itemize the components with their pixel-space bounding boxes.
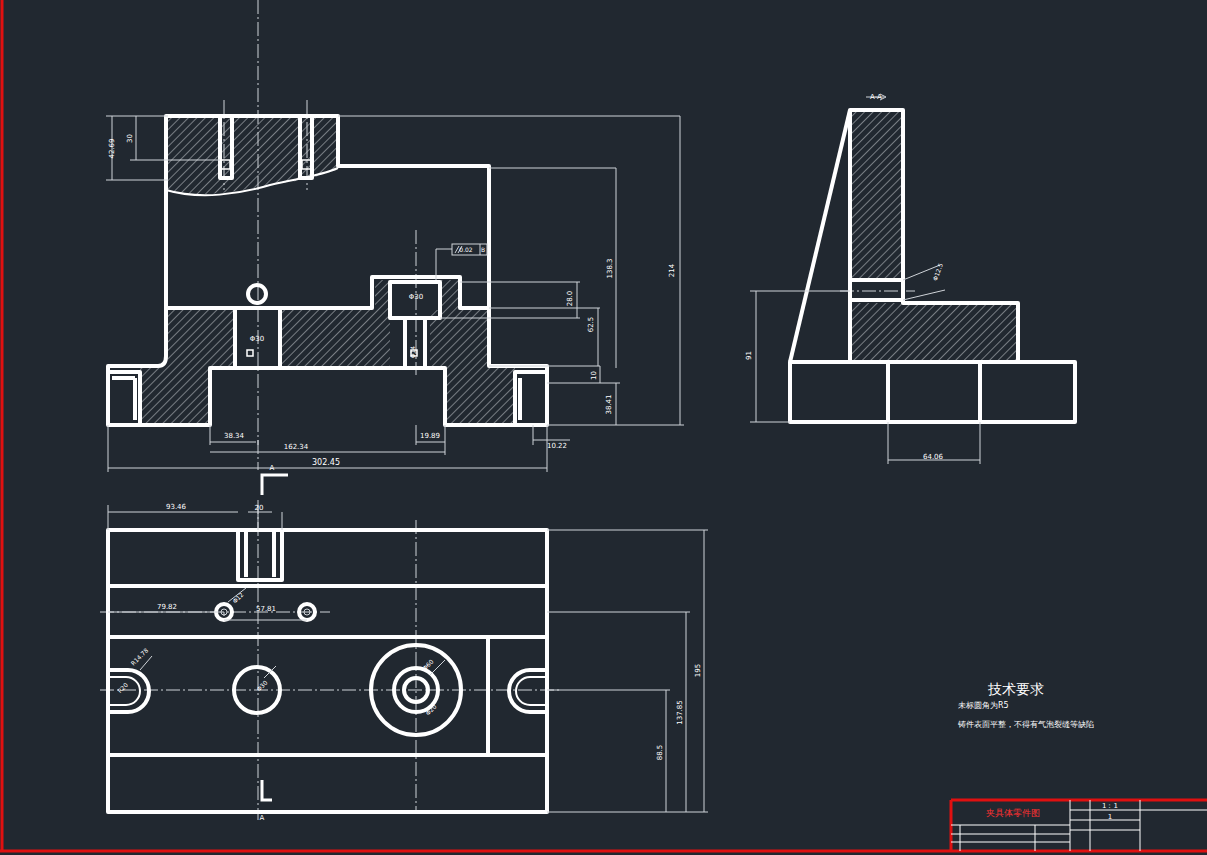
title-block-cell: 1：1	[1102, 803, 1118, 810]
section-mark: A	[270, 465, 275, 472]
dimension-text: R20	[117, 682, 130, 695]
dimension-text: 62.5	[589, 316, 596, 332]
dimension-text: 214	[670, 263, 677, 276]
dimension-text: 93.46	[166, 504, 186, 511]
dimension-text: 10	[590, 371, 597, 380]
section-mark: A-A	[870, 94, 882, 101]
dimension-text: 10.22	[547, 443, 567, 450]
note-text: 技术要求	[988, 682, 1044, 696]
dimension-text: 57.81	[256, 606, 276, 613]
dimension-text: B	[481, 247, 485, 253]
dimension-text: 195	[696, 663, 703, 676]
dimension-text: Φ30	[409, 294, 423, 301]
dimension-text: 30	[126, 134, 133, 143]
dimension-text: 138.3	[606, 258, 613, 278]
dimension-text: 88.5	[658, 744, 665, 760]
dimension-text: 42.69	[108, 138, 115, 158]
dimension-text: 302.45	[312, 459, 340, 467]
dimension-text: 64.06	[923, 454, 943, 461]
note-text: 铸件表面平整，不得有气泡裂缝等缺陷	[958, 721, 1094, 729]
dimension-text: R14.78	[130, 647, 149, 666]
dimension-text: Φ30	[250, 336, 264, 343]
dimension-text: 79.82	[157, 604, 177, 611]
drawing-title: 夹具体零件图	[986, 809, 1040, 818]
title-block-cell: 1	[1108, 814, 1112, 821]
dimension-text: 91	[745, 351, 752, 360]
dimension-text: 0.02	[459, 247, 472, 253]
note-text: 未标圆角为R5	[958, 702, 1009, 710]
section-mark: A	[260, 815, 265, 822]
dimension-text: Φ30	[256, 680, 269, 693]
dimension-text: Φ12	[232, 592, 245, 605]
dimension-text: Φ14	[410, 346, 416, 358]
dimension-text: 19.89	[420, 433, 440, 440]
dimension-text: 162.34	[284, 444, 309, 451]
dimension-text: 28.0	[568, 290, 575, 306]
dimension-text: 20	[255, 505, 264, 512]
dimension-text: 38.34	[224, 433, 244, 440]
dimension-text: Φ20	[425, 704, 438, 717]
dimension-text: Φ12.5	[932, 262, 944, 281]
dimension-text: 137.85	[677, 700, 684, 725]
dimension-text: 38.41	[605, 394, 612, 414]
